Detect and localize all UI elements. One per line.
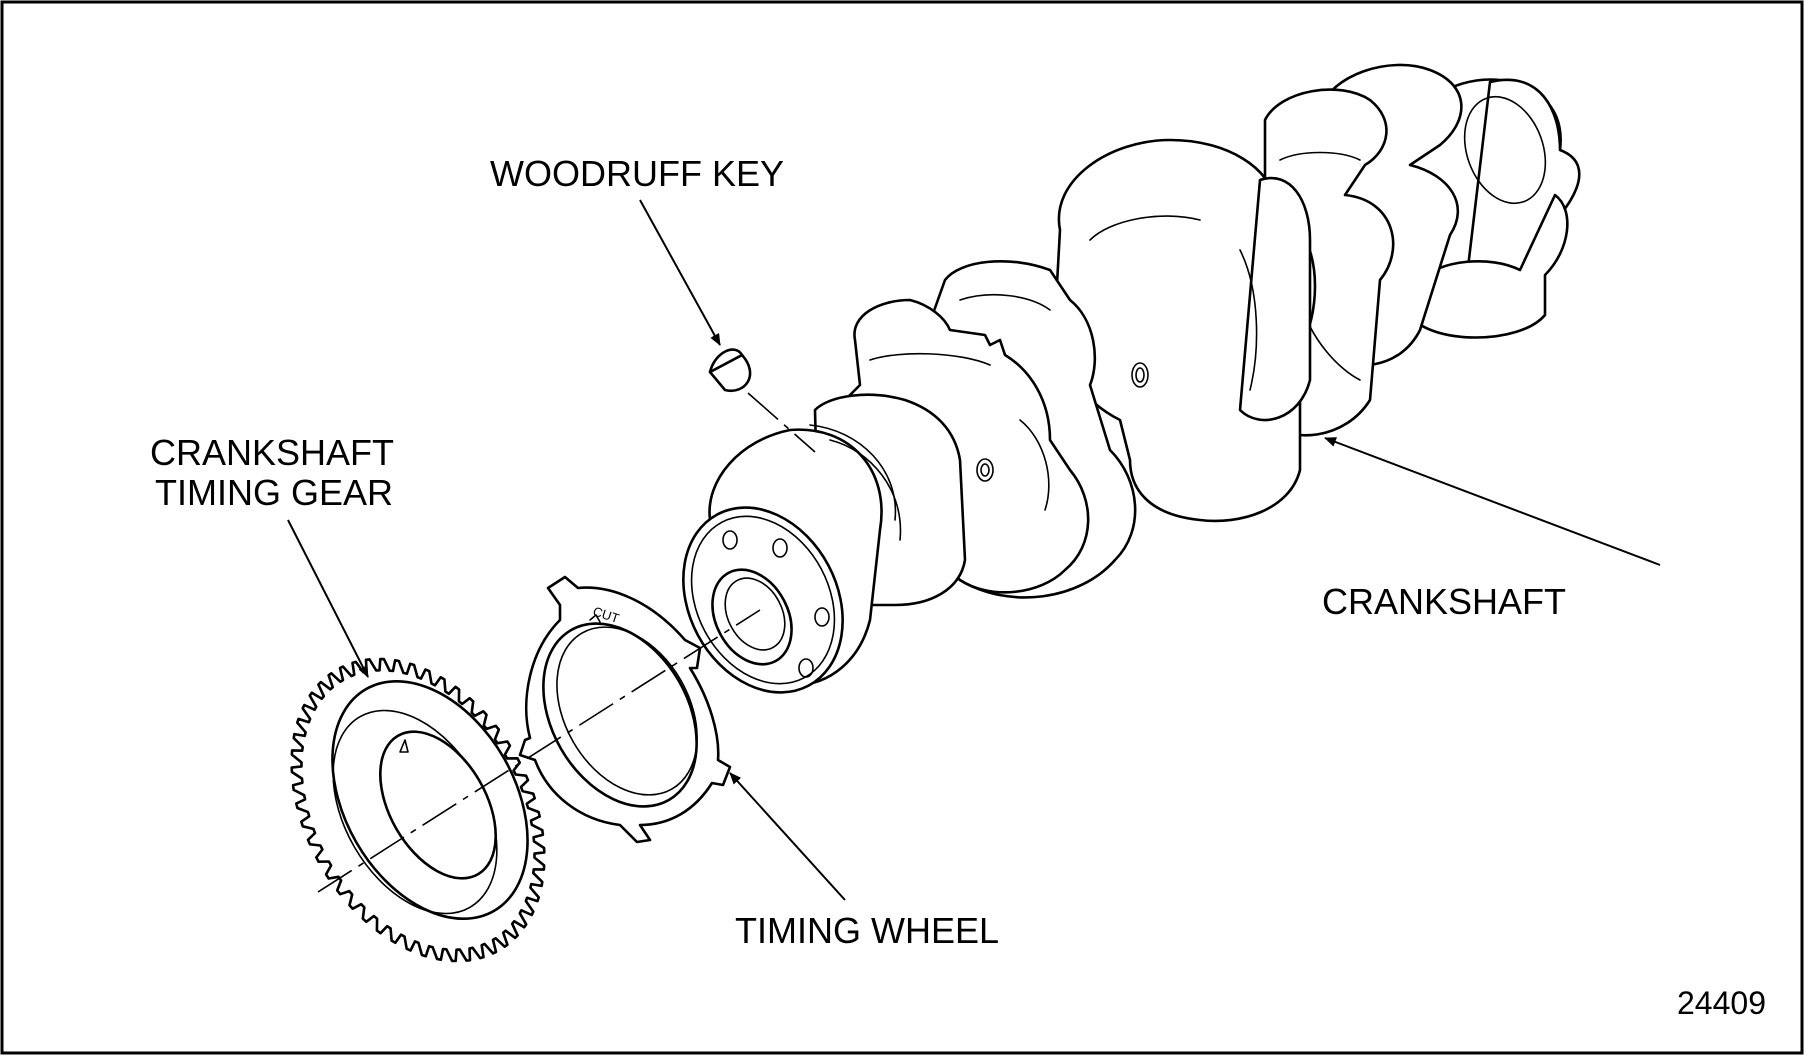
crankshaft: [682, 63, 1581, 694]
timing-wheel-label: TIMING WHEEL: [735, 910, 999, 951]
timing-wheel: CUT: [518, 575, 732, 844]
crankshaft-leader: [1324, 437, 1661, 566]
crankshaft-counterweight: [1053, 138, 1317, 523]
figure-number: 24409: [1677, 985, 1766, 1021]
crankshaft-timing-gear: [290, 657, 546, 963]
woodruff-key-leader: [639, 199, 721, 346]
timing-gear-leader: [287, 519, 369, 678]
woodruff-key-label: WOODRUFF KEY: [490, 153, 784, 194]
timing-wheel-leader: [729, 772, 846, 901]
assembly-centerline: [317, 609, 761, 893]
woodruff-key: [708, 348, 816, 453]
timing-gear-label-line1: CRANKSHAFT: [150, 432, 394, 473]
crankshaft-label: CRANKSHAFT: [1322, 581, 1566, 622]
timing-gear-label-line2: TIMING GEAR: [155, 472, 393, 513]
crankshaft-snout: [682, 393, 967, 694]
